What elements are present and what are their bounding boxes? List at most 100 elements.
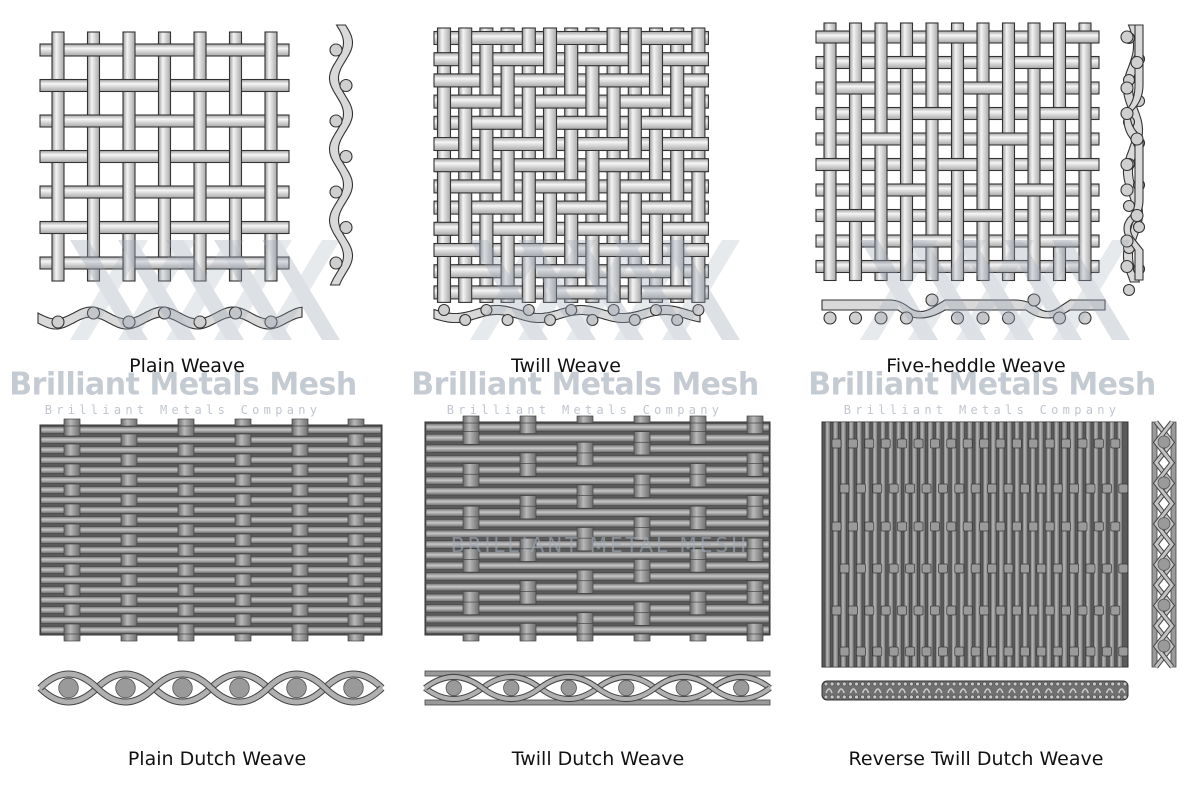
weft-crossing xyxy=(121,150,137,163)
wire-cross-section-dot xyxy=(1067,681,1073,687)
warp-wire-segment xyxy=(633,441,651,456)
wire-cross-section-dot xyxy=(329,256,343,270)
weft-knuckle xyxy=(864,605,875,616)
plain-weave-illustration xyxy=(37,24,354,330)
weft-crossing xyxy=(85,257,102,269)
weft-wire xyxy=(425,423,770,432)
warp-wire-segment xyxy=(633,569,651,584)
weft-knuckle xyxy=(921,483,932,494)
weft-crossing xyxy=(605,52,623,66)
wire-cross-section-dot xyxy=(927,694,932,700)
warp-wire-segment xyxy=(177,603,195,617)
warp-wire-end xyxy=(519,633,537,642)
wire-cross-section-dot xyxy=(607,303,620,317)
braid-wire xyxy=(1044,688,1053,694)
weft-crossing xyxy=(499,201,517,215)
weft-knuckle xyxy=(1036,483,1047,494)
weft-crossing xyxy=(85,44,102,56)
weft-crossing xyxy=(873,260,889,273)
weft-knuckle xyxy=(1110,521,1121,532)
warp-cross-section-dot xyxy=(503,679,520,697)
wire-cross-section-dot xyxy=(854,694,859,700)
warp-wire-segment xyxy=(462,559,480,573)
weft-crossing xyxy=(477,95,495,109)
warp-wire-segment xyxy=(177,503,195,517)
warp-wire xyxy=(919,421,926,668)
braid-wire xyxy=(1105,688,1114,694)
wire-cross-section-dot xyxy=(1092,694,1097,700)
weft-knuckle xyxy=(1036,646,1047,657)
weft-knuckle xyxy=(872,483,883,494)
wire-cross-section-dot xyxy=(823,681,829,687)
warp-wire-segment xyxy=(120,453,138,467)
warp-wire-end xyxy=(120,418,138,427)
weft-knuckle xyxy=(1102,483,1112,494)
wire-cross-section-dot xyxy=(1067,694,1073,700)
braid-wire xyxy=(1057,688,1065,694)
weft-wire xyxy=(40,616,382,624)
weft-crossing xyxy=(626,264,644,278)
watermark-stripe xyxy=(1004,240,1082,340)
weft-crossing xyxy=(949,158,966,171)
weft-crossing xyxy=(605,158,623,172)
wire-cross-section-dot xyxy=(1110,681,1115,687)
bottom-cross-section xyxy=(433,303,705,327)
wire-cross-section-dot xyxy=(884,694,890,700)
watermark-stripe xyxy=(166,240,244,340)
wire-cross-section-dot xyxy=(86,306,101,320)
weft-knuckle xyxy=(897,605,907,616)
wire-cross-section-dot xyxy=(329,43,343,57)
weft-knuckle xyxy=(905,646,915,657)
wire-cross-section-dot xyxy=(1116,681,1122,687)
weft-knuckle xyxy=(1102,563,1112,574)
weft-wire xyxy=(425,551,770,560)
watermark-stripe xyxy=(118,240,196,340)
warp-wire xyxy=(848,421,855,668)
weft-wire xyxy=(40,426,382,434)
wire-cross-section-dot xyxy=(1055,694,1061,700)
wire-cross-section-dot xyxy=(878,681,884,687)
weft-knuckle xyxy=(987,563,997,574)
warp-wire xyxy=(951,421,957,668)
weft-crossing xyxy=(520,158,538,172)
wire-cross-section-dot xyxy=(1120,234,1134,248)
bottom-cross-section xyxy=(37,670,385,706)
weft-crossing xyxy=(605,222,623,236)
weft-knuckle xyxy=(848,521,858,532)
warp-wire-end xyxy=(633,415,651,424)
weft-crossing xyxy=(689,52,707,66)
warp-cross-section-dot xyxy=(229,677,250,699)
twill-weave-panel xyxy=(400,0,1146,400)
weft-crossing xyxy=(924,107,940,120)
weft-crossing xyxy=(847,209,864,222)
weft-knuckle xyxy=(938,483,948,494)
warp-wire-segment xyxy=(177,483,195,497)
wire-cross-section-dot xyxy=(890,681,896,687)
warp-wire-end xyxy=(177,418,195,427)
warp-wire-segment xyxy=(120,513,138,527)
braid-wire xyxy=(971,688,980,694)
weft-crossing xyxy=(583,31,601,45)
braid-wire xyxy=(898,688,906,694)
weft-knuckle xyxy=(905,483,915,494)
weft-crossing xyxy=(626,95,644,109)
weft-crossing xyxy=(583,116,601,130)
warp-wire-segment xyxy=(120,493,138,507)
watermark-stripe xyxy=(908,240,986,340)
weft-crossing xyxy=(873,133,889,145)
warp-wire-segment xyxy=(234,593,252,607)
weft-knuckle xyxy=(856,646,866,657)
warp-wire-segment xyxy=(120,573,138,587)
warp-wire xyxy=(1030,421,1036,668)
wire-cross-section-dot xyxy=(480,303,493,317)
weft-crossing xyxy=(668,222,686,236)
braid-wire xyxy=(1093,688,1102,694)
braid-wire xyxy=(861,688,870,694)
weft-knuckle xyxy=(962,438,973,449)
wire-cross-section-dot xyxy=(1116,694,1122,700)
watermark-stripe xyxy=(470,240,548,340)
weft-wire xyxy=(40,516,382,524)
watermark-stripe xyxy=(214,240,292,340)
warp-wire-segment xyxy=(177,563,195,577)
weft-crossing xyxy=(647,179,665,193)
